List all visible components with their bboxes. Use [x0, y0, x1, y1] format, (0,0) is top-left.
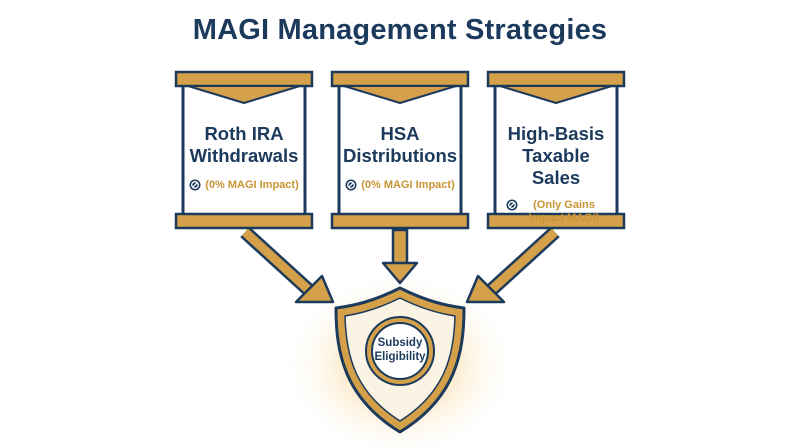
- strategy-title-line: Distributions: [342, 145, 458, 166]
- strategy-note-text: (Only Gains Impact MAGI): [528, 199, 600, 224]
- prohibited-icon: [345, 179, 357, 191]
- strategy-title-line: HSA: [380, 123, 420, 144]
- shield-icon: [334, 286, 466, 434]
- strategy-note-text: (0% MAGI Impact): [205, 179, 299, 191]
- strategy-card-roth: Roth IRA Withdrawals (0% MAGI Impact): [184, 123, 304, 192]
- scroll-card-1: [174, 70, 314, 230]
- strategy-note-hsa: (0% MAGI Impact): [340, 179, 460, 192]
- strategy-note-roth: (0% MAGI Impact): [184, 179, 304, 192]
- strategy-title-line: Withdrawals: [189, 145, 299, 166]
- subsidy-eligibility-label: Subsidy Eligibility: [360, 336, 440, 364]
- strategy-note-text: (0% MAGI Impact): [361, 179, 455, 191]
- prohibited-icon: [506, 199, 518, 211]
- scroll-card-3: [486, 70, 626, 230]
- arrow-left: [240, 226, 335, 304]
- strategy-title-roth: Roth IRA Withdrawals: [184, 123, 304, 167]
- shield-label-line: Subsidy: [377, 337, 423, 349]
- strategy-title-line: Taxable Sales: [522, 145, 590, 188]
- arrow-right: [465, 226, 560, 304]
- prohibited-icon: [189, 179, 201, 191]
- strategy-title-line: Roth IRA: [204, 123, 284, 144]
- strategy-title-hsa: HSA Distributions: [340, 123, 460, 167]
- strategy-card-hsa: HSA Distributions (0% MAGI Impact): [340, 123, 460, 192]
- arrow-middle: [381, 228, 419, 285]
- seal-badge: [365, 316, 435, 386]
- page-title: MAGI Management Strategies: [192, 14, 608, 46]
- scroll-card-2: [330, 70, 470, 230]
- strategy-note-high-basis: (Only Gains Impact MAGI): [496, 199, 616, 225]
- strategy-title-line: High-Basis: [507, 123, 605, 144]
- strategy-title-high-basis: High-Basis Taxable Sales: [496, 123, 616, 189]
- shield-label-line: Eligibility: [374, 351, 426, 363]
- strategy-card-high-basis: High-Basis Taxable Sales (Only Gains Imp…: [496, 123, 616, 225]
